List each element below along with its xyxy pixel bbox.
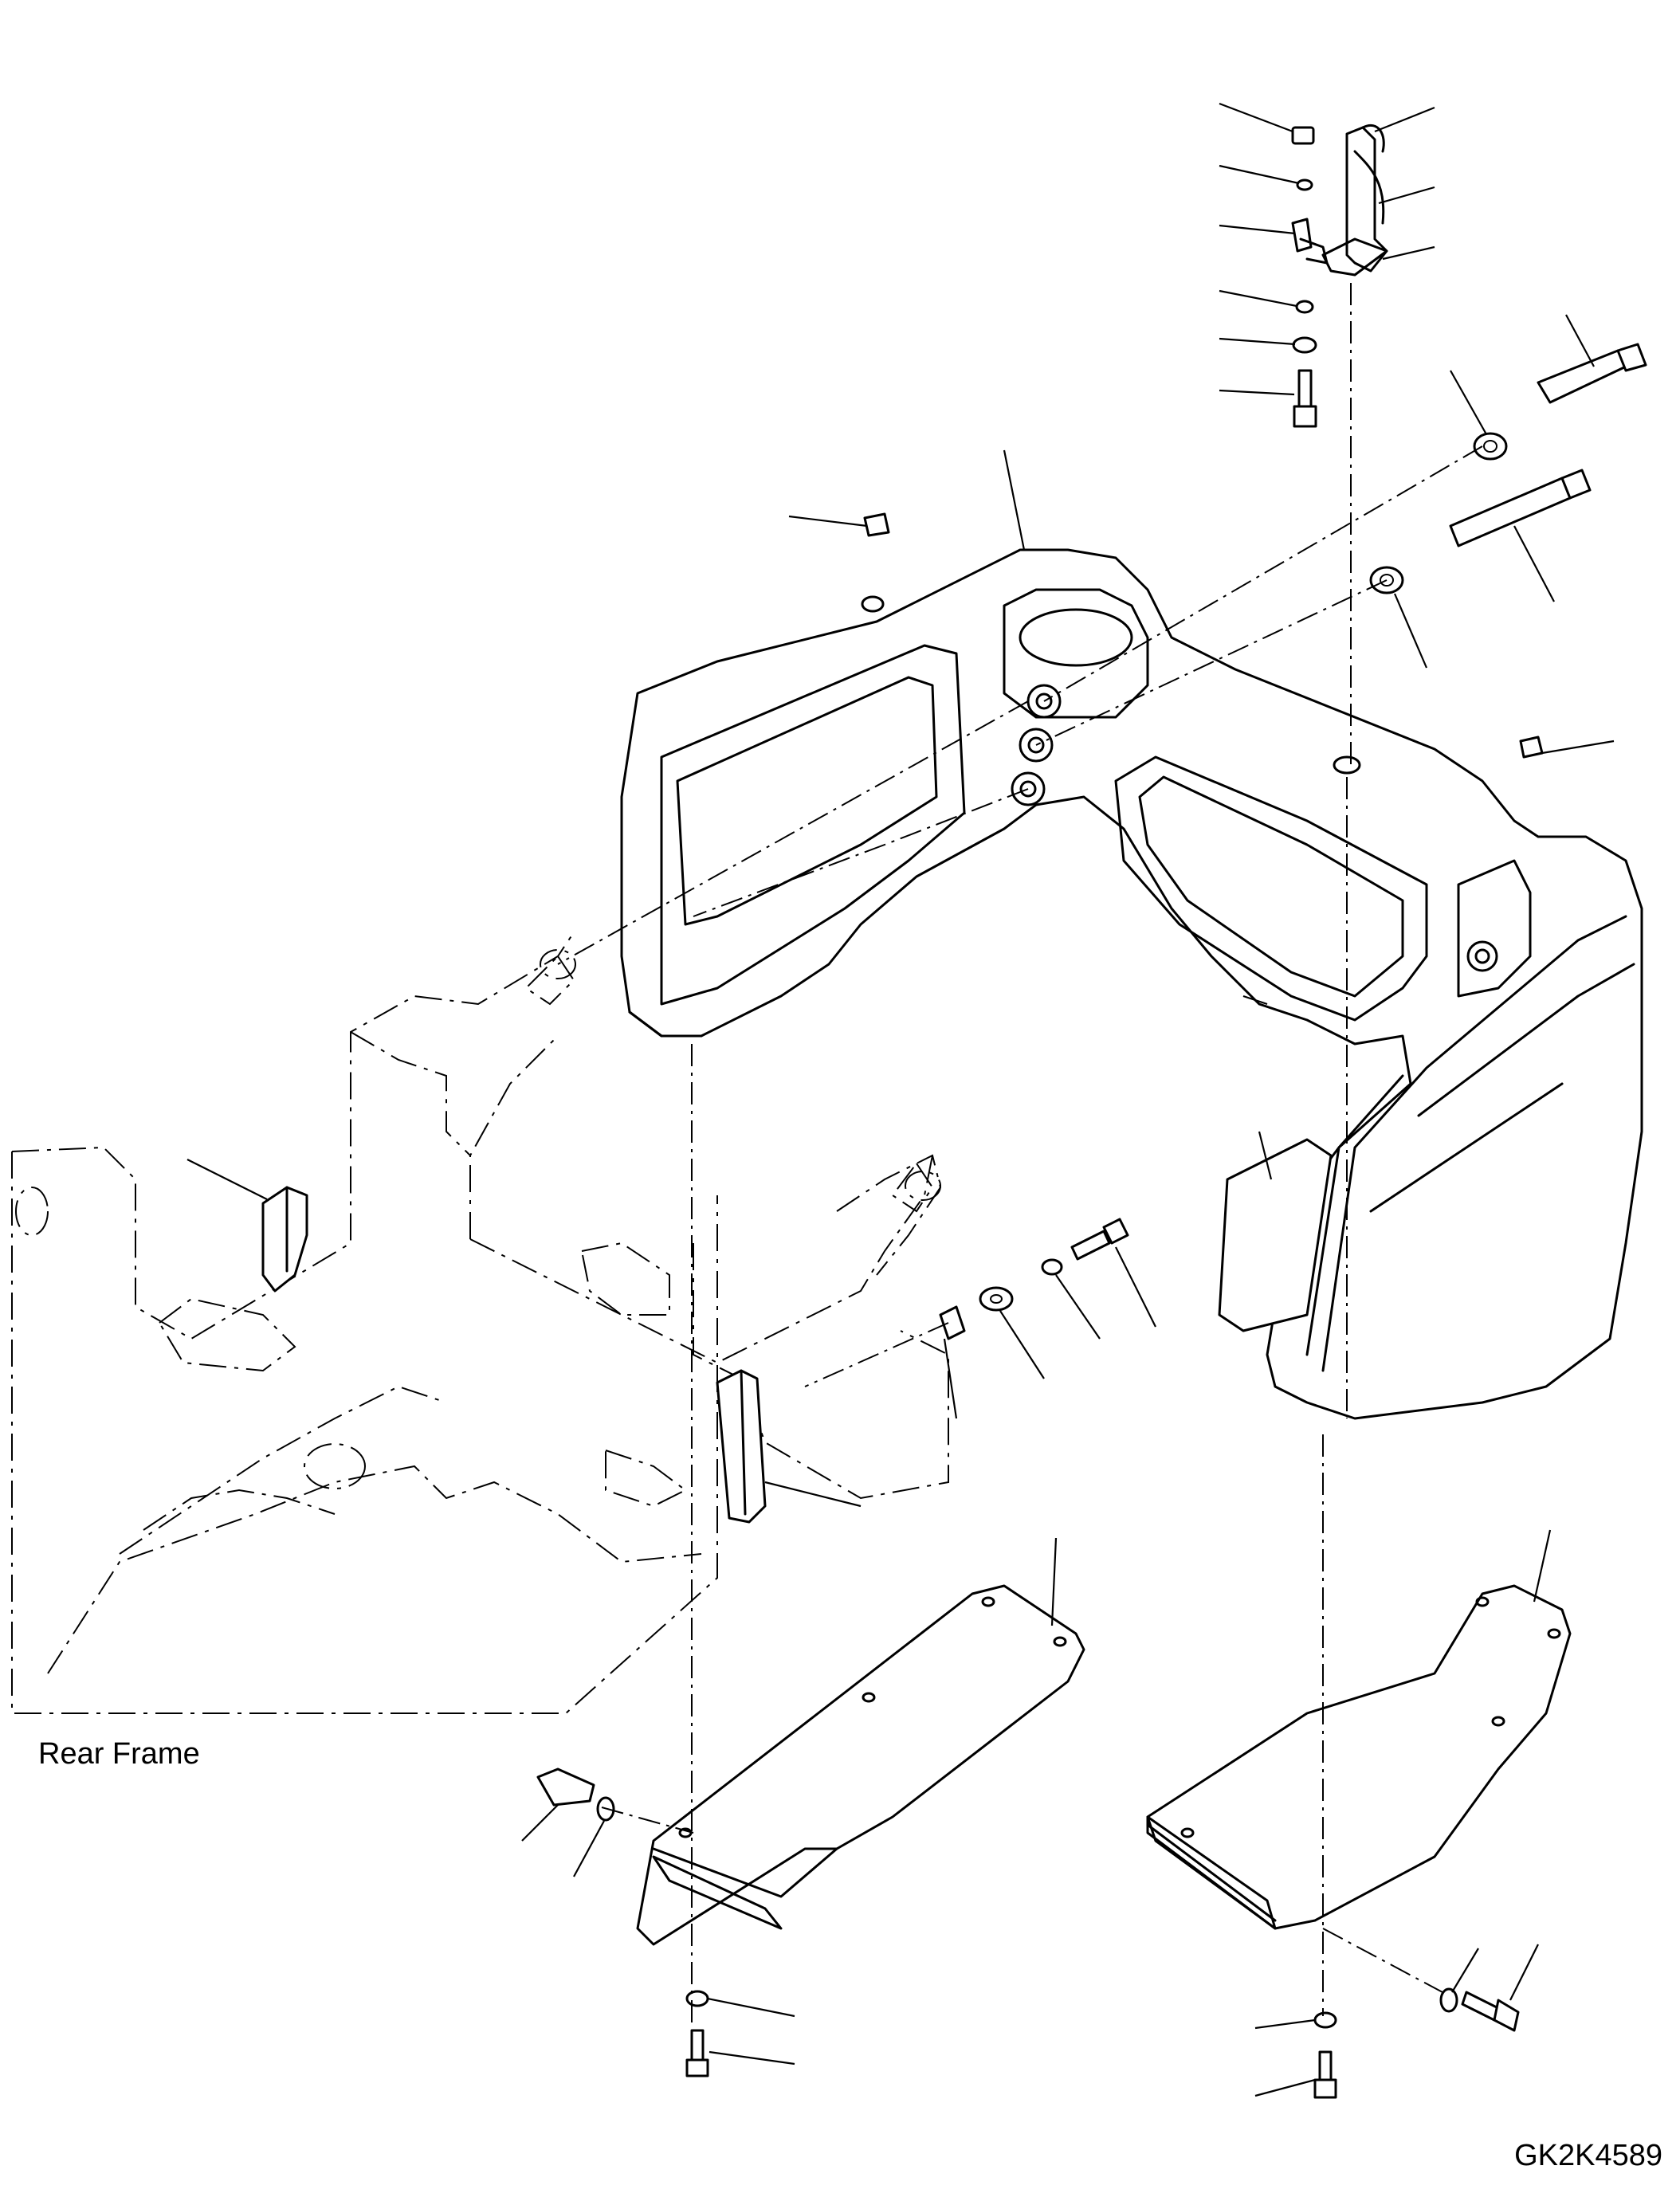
pin-with-spring: [1291, 218, 1329, 265]
side-plate: [1218, 1138, 1333, 1332]
washer-cover-right: [1439, 1987, 1458, 2013]
bolt-cover-left: [536, 1767, 595, 1807]
bolt-bottom-right: [1313, 2050, 1337, 2099]
lifting-eye: [1321, 124, 1388, 277]
counterweight: [620, 548, 1643, 1420]
long-bolt-upper: [1537, 343, 1647, 404]
washer-mid: [1295, 300, 1314, 314]
small-washer: [1041, 1258, 1063, 1276]
nut: [1291, 126, 1315, 145]
under-cover-left: [636, 1584, 1085, 1946]
leader-lines: [186, 102, 1615, 2097]
washer-lower: [1292, 336, 1317, 354]
long-bolt-lower: [1449, 469, 1592, 547]
plug-left: [863, 512, 890, 537]
washer-bottom-right: [1313, 2011, 1337, 2029]
rear-frame: [11, 932, 949, 1714]
collar: [939, 1305, 966, 1340]
right-frame-pad: [716, 1369, 767, 1524]
washer-top: [1296, 179, 1313, 191]
washer-bottom-left: [685, 1990, 709, 2007]
left-frame-pad: [261, 1186, 308, 1293]
under-cover-right: [1146, 1584, 1572, 1930]
centerlines: [557, 283, 1483, 2024]
plug-right: [1519, 736, 1544, 759]
drawing-id: GK2K4589: [1514, 2139, 1662, 2172]
large-washer: [979, 1286, 1014, 1312]
thick-washer-upper: [1473, 432, 1508, 461]
bolt-bottom-left: [685, 2029, 709, 2077]
hex-bolt-frame: [1070, 1218, 1129, 1261]
bolt-cover-right: [1461, 1991, 1520, 2032]
rear-frame-label: Rear Frame: [38, 1737, 200, 1771]
small-bolt-top: [1293, 369, 1317, 428]
